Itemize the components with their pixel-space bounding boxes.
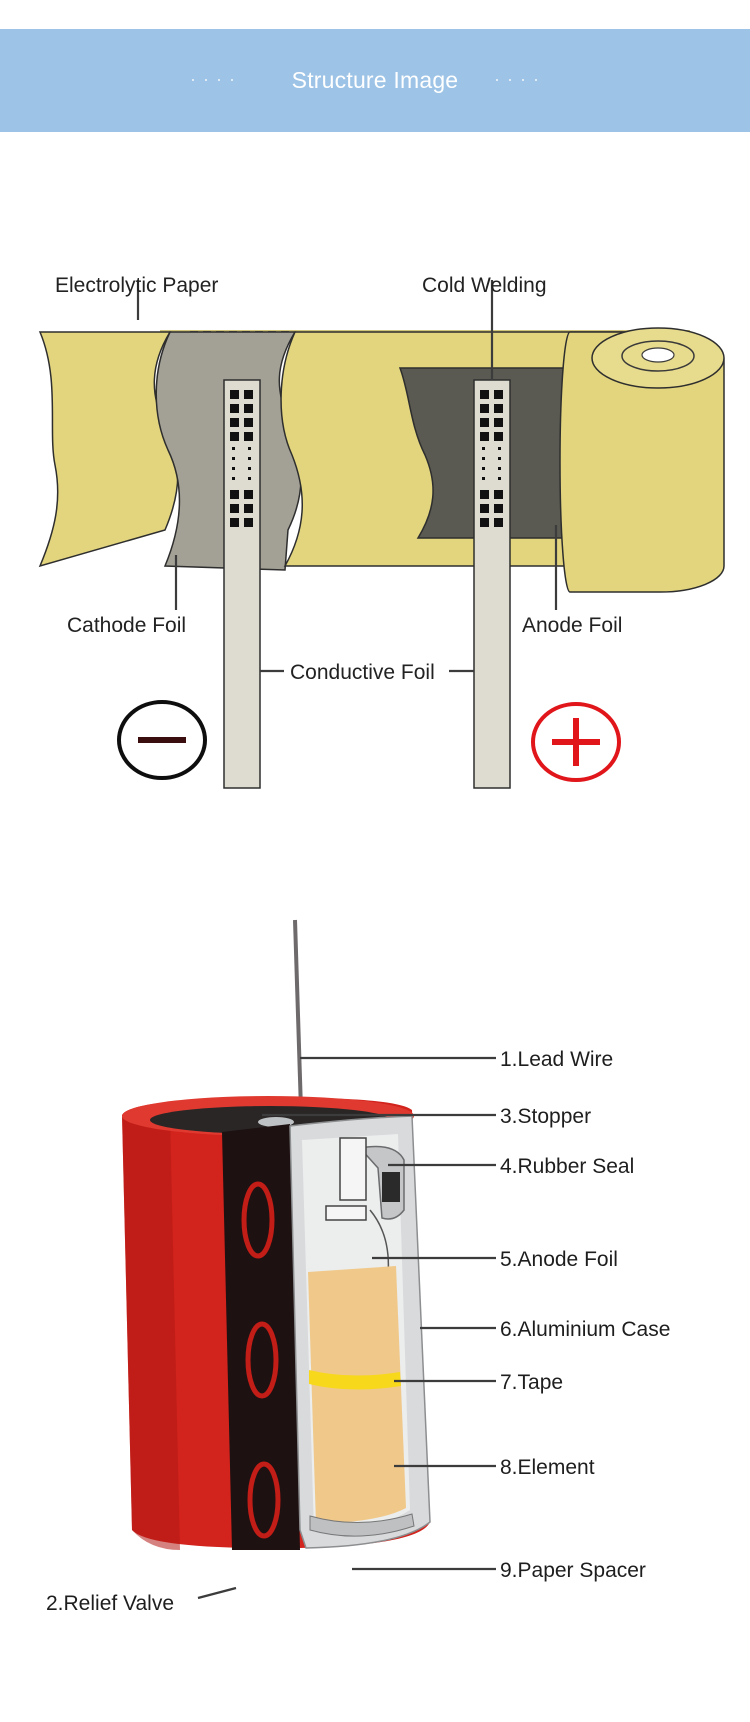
sleeve-shading: [122, 1115, 180, 1550]
paper-roll-core: [641, 347, 675, 363]
capacitor-cutaway-diagram: 1.Lead Wire 3.Stopper 4.Rubber Seal 5.An…: [46, 919, 670, 1615]
header-dots-left: ····: [190, 69, 242, 89]
label-anode-foil: Anode Foil: [522, 614, 622, 637]
header-dots-right: ····: [494, 69, 546, 89]
lead-wire-shape: [293, 919, 303, 1111]
paper-spacer-shape: [309, 1513, 415, 1537]
label-lead-wire: 1.Lead Wire: [500, 1048, 613, 1071]
plus-icon: [531, 702, 621, 782]
label-electrolytic-paper: Electrolytic Paper: [55, 274, 218, 297]
label-cold-welding: Cold Welding: [422, 274, 547, 297]
foil-structure-diagram: Electrolytic Paper Cold Welding Cathode …: [38, 274, 725, 789]
element-shape: [308, 1266, 406, 1524]
rubber-seal-block: [382, 1172, 400, 1202]
label-anode-foil-cap: 5.Anode Foil: [500, 1248, 618, 1271]
leader-relief-valve: [197, 1586, 237, 1600]
minus-icon: [117, 700, 207, 780]
label-relief-valve: 2.Relief Valve: [46, 1592, 174, 1615]
conductive-foil-cathode: [223, 379, 261, 789]
paper-roll-ring: [621, 340, 695, 372]
label-rubber-seal: 4.Rubber Seal: [500, 1155, 634, 1178]
conductive-foil-anode: [473, 379, 511, 789]
header-banner: ···· Structure Image ····: [0, 29, 750, 132]
label-aluminium-case: 6.Aluminium Case: [500, 1318, 670, 1341]
label-paper-spacer: 9.Paper Spacer: [500, 1559, 646, 1582]
stopper-shape: [258, 1117, 294, 1127]
lead-tab: [325, 1137, 367, 1221]
label-conductive-foil: Conductive Foil: [290, 661, 435, 684]
label-tape: 7.Tape: [500, 1371, 563, 1394]
weld-pattern-cathode: [230, 390, 253, 527]
page-title: Structure Image: [291, 67, 459, 93]
label-stopper: 3.Stopper: [500, 1105, 591, 1128]
tape-shape: [309, 1370, 401, 1390]
band-mark-bars: [255, 1198, 267, 1522]
weld-pattern-anode: [480, 390, 503, 527]
electrolytic-paper-left: [38, 331, 179, 568]
band-marks: [241, 1181, 281, 1539]
label-cathode-foil: Cathode Foil: [67, 614, 186, 637]
label-element: 8.Element: [500, 1456, 595, 1479]
marking-band: [222, 1124, 300, 1550]
